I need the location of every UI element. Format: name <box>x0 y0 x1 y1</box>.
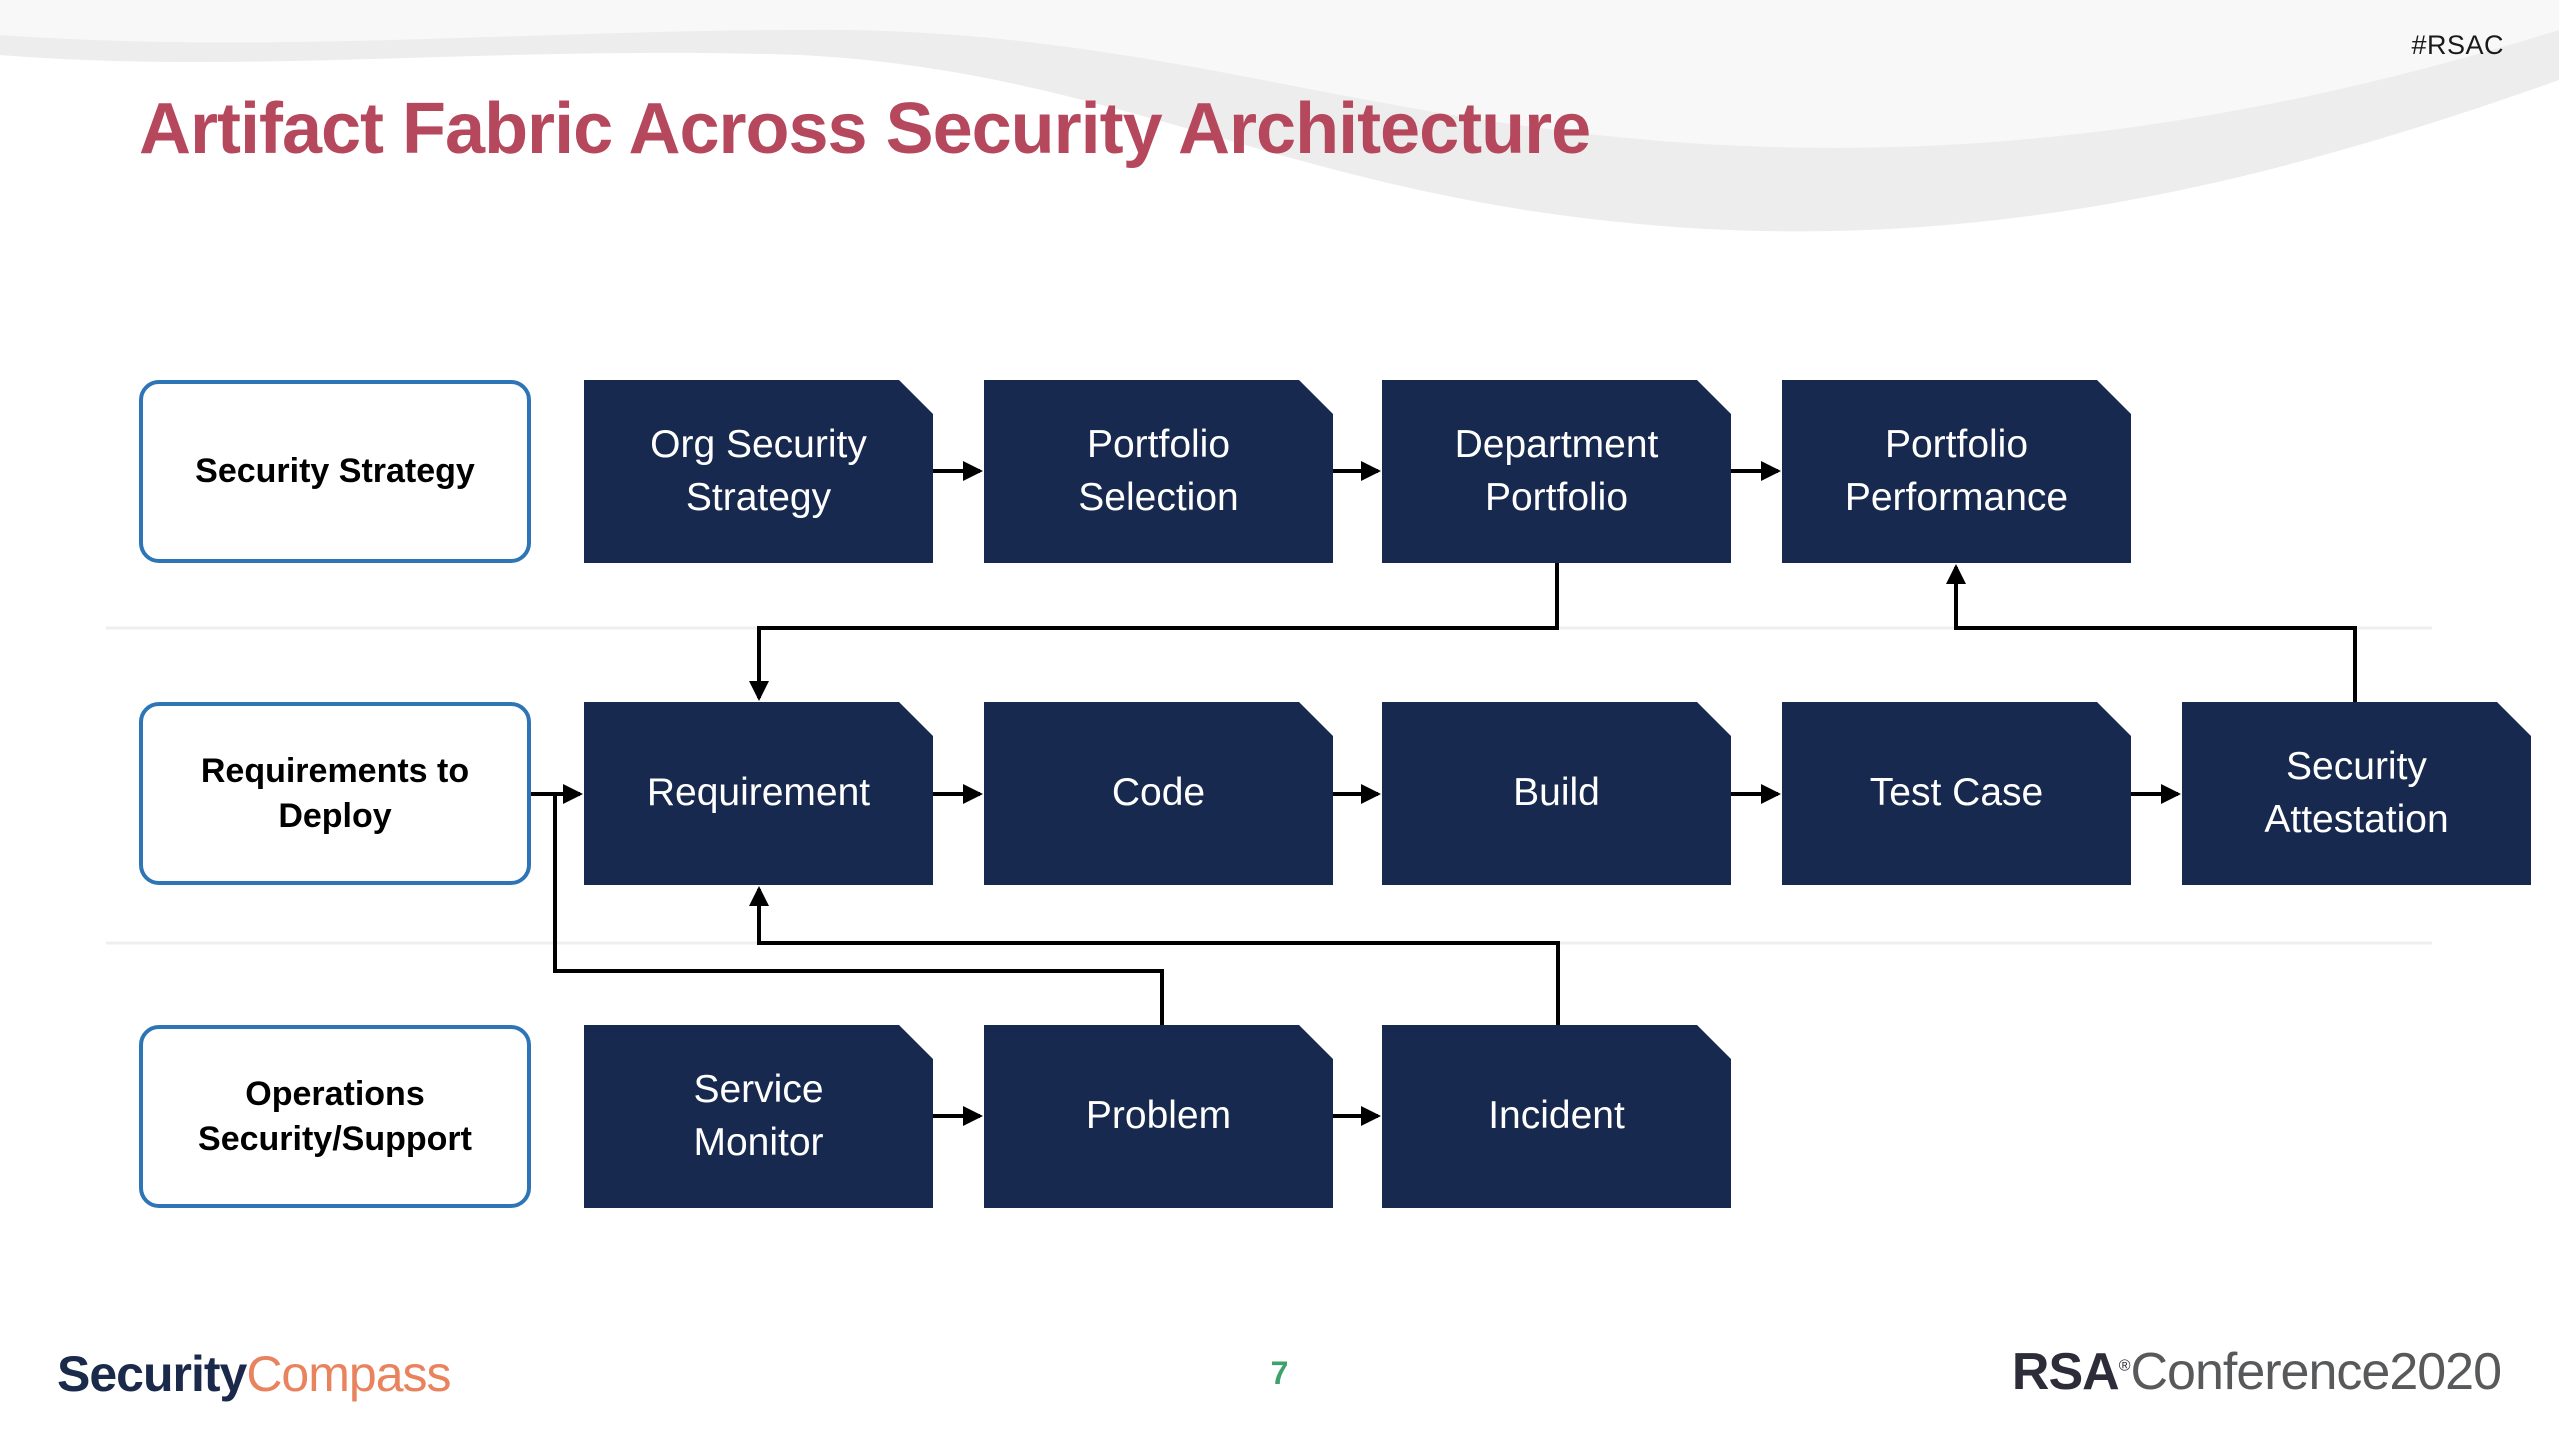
box-security-attestation: Security Attestation <box>2182 702 2531 885</box>
arrow-security-attestation-to-portfolio-performance <box>1946 564 2357 702</box>
box-build: Build <box>1382 702 1731 885</box>
row-label-security-strategy: Security Strategy <box>139 380 531 563</box>
box-problem: Problem <box>984 1025 1333 1208</box>
logo-compass-text: Compass <box>246 1346 451 1402</box>
box-portfolio-selection: Portfolio Selection <box>984 380 1333 563</box>
registered-mark: ® <box>2118 1357 2131 1375</box>
box-incident: Incident <box>1382 1025 1731 1208</box>
arrow-incident-to-requirement <box>749 886 1560 1025</box>
conference-logo-text: Conference2020 <box>2130 1343 2502 1401</box>
slide-title: Artifact Fabric Across Security Architec… <box>139 89 1591 169</box>
arrow-department-portfolio-to-requirement <box>749 563 1559 701</box>
box-requirement: Requirement <box>584 702 933 885</box>
rsa-logo-text: RSA <box>2011 1343 2120 1401</box>
row-label-requirements-to-deploy: Requirements to Deploy <box>139 702 531 885</box>
rsac-hashtag: #RSAC <box>2411 30 2504 60</box>
page-number: 7 <box>1270 1355 1289 1391</box>
header-swoosh <box>0 0 2559 232</box>
logo-security-text: Security <box>57 1346 247 1402</box>
box-code: Code <box>984 702 1333 885</box>
box-test-case: Test Case <box>1782 702 2131 885</box>
box-department-portfolio: Department Portfolio <box>1382 380 1731 563</box>
box-portfolio-performance: Portfolio Performance <box>1782 380 2131 563</box>
security-compass-logo: SecurityCompass <box>57 1345 452 1403</box>
rsa-conference-logo: RSA®Conference2020 <box>2011 1342 2502 1402</box>
box-org-security-strategy: Org Security Strategy <box>584 380 933 563</box>
row-label-operations-security-support: Operations Security/Support <box>139 1025 531 1208</box>
box-service-monitor: Service Monitor <box>584 1025 933 1208</box>
